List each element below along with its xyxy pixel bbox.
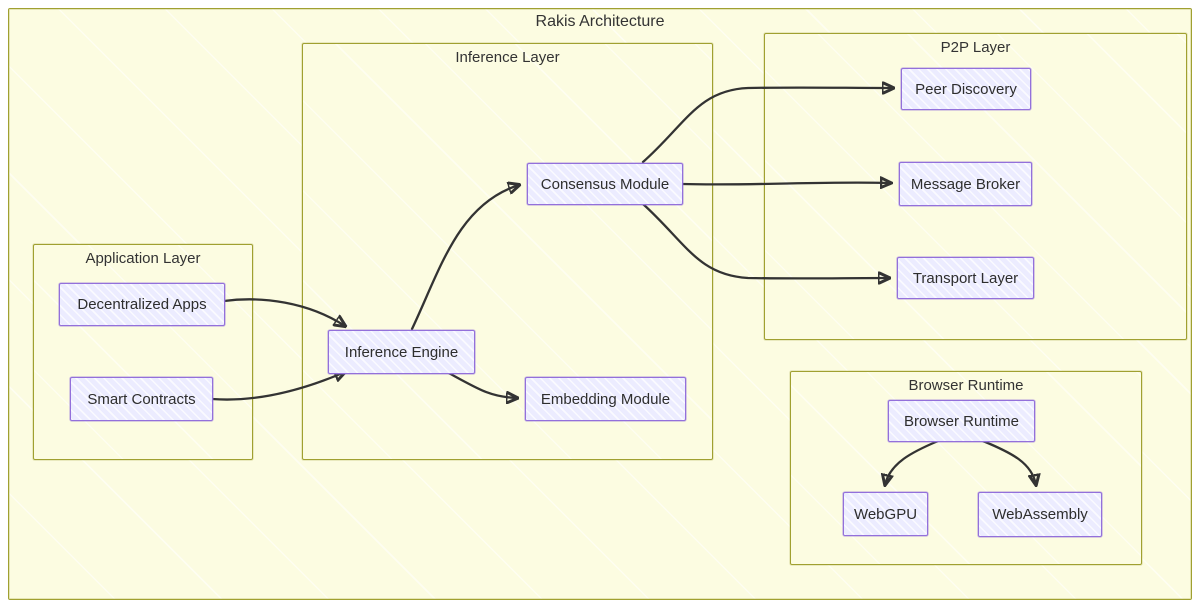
node-webassembly: WebAssembly [978,492,1102,537]
node-embedding-module: Embedding Module [525,377,686,421]
subgraph-application-layer: Application Layer [33,244,253,460]
node-webgpu: WebGPU [843,492,928,536]
node-consensus-module: Consensus Module [527,163,683,205]
subgraph-browser-runtime-title: Browser Runtime [908,377,1024,394]
subgraph-application-layer-title: Application Layer [85,250,201,267]
subgraph-inference-layer-title: Inference Layer [455,49,560,66]
node-decentralized-apps: Decentralized Apps [59,283,225,326]
node-transport-layer: Transport Layer [897,257,1034,299]
subgraph-browser-runtime: Browser Runtime [790,371,1142,565]
node-message-broker: Message Broker [899,162,1032,206]
node-browser-runtime: Browser Runtime [888,400,1035,442]
subgraph-p2p-layer-title: P2P Layer [940,39,1011,56]
node-peer-discovery: Peer Discovery [901,68,1031,110]
node-smart-contracts: Smart Contracts [70,377,213,421]
diagram-title: Rakis Architecture [535,13,665,30]
node-inference-engine: Inference Engine [328,330,475,374]
